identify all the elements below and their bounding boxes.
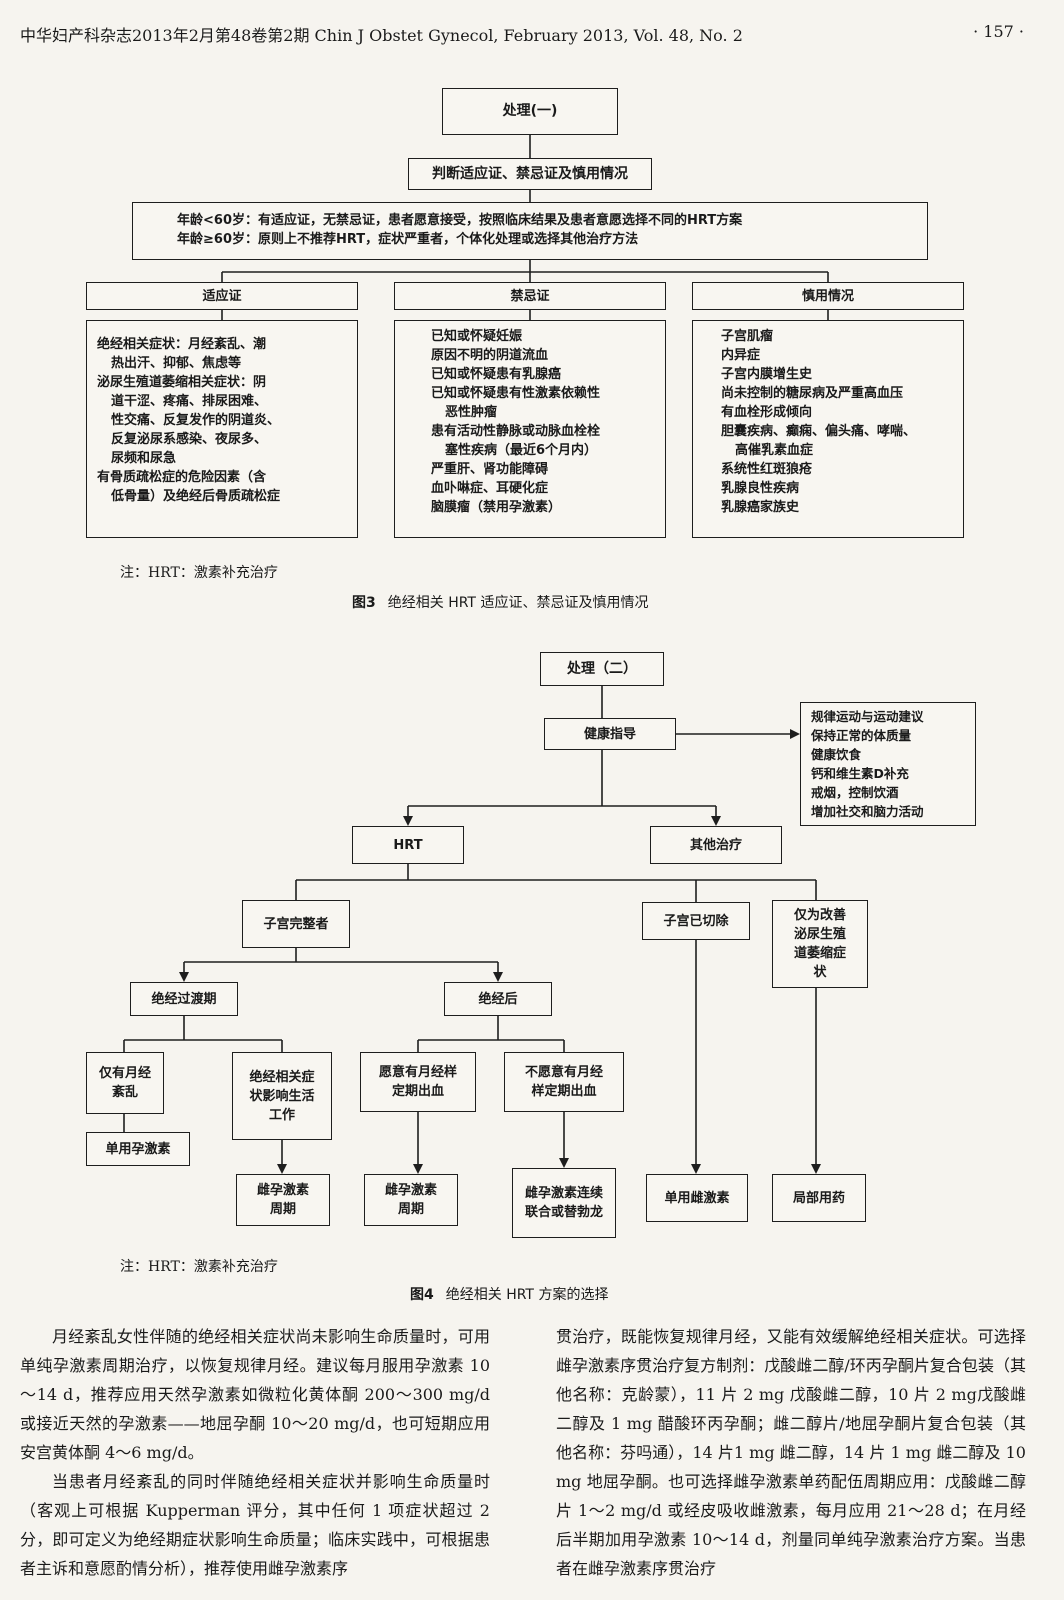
health-guidance-item: 钙和维生素D补充 xyxy=(811,766,909,781)
body-right-column: 贯治疗，既能恢复规律月经，又能有效缓解绝经相关症状。可选择雌孕激素序贯治疗复方制… xyxy=(556,1322,1026,1583)
caution-item: 高催乳素血症 xyxy=(735,443,814,458)
caution-item: 乳腺癌家族史 xyxy=(721,500,800,515)
caution-item: 子宫肌瘤 xyxy=(721,329,774,344)
fig4-postmenopause-box: 绝经后 xyxy=(444,982,552,1016)
fig3-age-box: 年龄<60岁：有适应证，无禁忌证，患者愿意接受，按照临床结果及患者意愿选择不同的… xyxy=(132,202,928,260)
contraindication-item: 已知或怀疑妊娠 xyxy=(431,329,523,344)
fig3-top-box: 处理(一) xyxy=(442,88,618,135)
fig3-cautions-list: 子宫肌瘤内异症子宫内膜增生史尚未控制的糖尿病及严重高血压有血栓形成倾向胆囊疾病、… xyxy=(692,320,964,538)
fig3-caption-label: 图3 xyxy=(352,595,376,611)
health-guidance-item: 规律运动与运动建议 xyxy=(811,709,924,724)
contraindication-item: 塞性疾病（最近6个月内） xyxy=(445,443,598,458)
contraindication-item: 已知或怀疑患有性激素依赖性 xyxy=(431,386,601,401)
indication-item: 热出汗、抑郁、焦虑等 xyxy=(111,356,242,371)
fig4-health-box: 健康指导 xyxy=(544,718,676,750)
fig4-other-box: 其他治疗 xyxy=(650,826,782,864)
fig3-cautions-header: 慎用情况 xyxy=(692,282,964,310)
fig3-contraindications-header: 禁忌证 xyxy=(394,282,666,310)
indication-item: 低骨量）及绝经后骨质疏松症 xyxy=(111,489,281,504)
caution-item: 系统性红斑狼疮 xyxy=(721,462,813,477)
fig3-caption: 图3 绝经相关 HRT 适应证、禁忌证及慎用情况 xyxy=(352,592,648,612)
caution-item: 胆囊疾病、癫痫、偏头痛、哮喘、 xyxy=(721,424,917,439)
fig4-uterus-removed-box: 子宫已切除 xyxy=(642,902,750,940)
indication-item: 道干涩、疼痛、排尿困难、 xyxy=(111,394,268,409)
contraindication-item: 脑膜瘤（禁用孕激素） xyxy=(431,500,562,515)
contraindication-item: 已知或怀疑患有乳腺癌 xyxy=(431,367,562,382)
fig4-estrogen-only-box: 单用雌激素 xyxy=(646,1174,748,1222)
indication-item: 泌尿生殖道萎缩相关症状：阴 xyxy=(97,375,267,390)
indication-item: 反复泌尿系感染、夜尿多、 xyxy=(111,432,268,447)
fig4-caption-text: 绝经相关 HRT 方案的选择 xyxy=(445,1287,609,1303)
indication-item: 有骨质疏松症的危险因素（含 xyxy=(97,470,267,485)
health-guidance-item: 增加社交和脑力活动 xyxy=(811,804,924,819)
age-over-60-line: 年龄≥60岁：原则上不推荐HRT，症状严重者，个体化处理或选择其他治疗方法 xyxy=(177,232,639,247)
caution-item: 有血栓形成倾向 xyxy=(721,405,813,420)
fig4-hrt-box: HRT xyxy=(352,826,464,864)
fig3-caption-text: 绝经相关 HRT 适应证、禁忌证及慎用情况 xyxy=(387,595,649,611)
fig3-contraindications-list: 已知或怀疑妊娠原因不明的阴道流血已知或怀疑患有乳腺癌已知或怀疑患有性激素依赖性恶… xyxy=(394,320,666,538)
fig4-top-box: 处理（二） xyxy=(540,652,664,686)
fig4-ep-continuous-box: 雌孕激素连续联合或替勃龙 xyxy=(512,1168,616,1238)
page-number: · 157 · xyxy=(973,22,1024,41)
fig4-perimenopause-box: 绝经过渡期 xyxy=(130,982,238,1016)
caution-item: 尚未控制的糖尿病及严重高血压 xyxy=(721,386,904,401)
caution-item: 子宫内膜增生史 xyxy=(721,367,813,382)
caution-item: 内异症 xyxy=(721,348,761,363)
fig4-caption: 图4 绝经相关 HRT 方案的选择 xyxy=(410,1284,608,1304)
fig4-health-items: 规律运动与运动建议保持正常的体质量健康饮食钙和维生素D补充戒烟，控制饮酒增加社交… xyxy=(800,702,976,826)
fig4-uterus-intact-box: 子宫完整者 xyxy=(242,900,350,948)
health-guidance-item: 戒烟，控制饮酒 xyxy=(811,785,899,800)
age-under-60-line: 年龄<60岁：有适应证，无禁忌证，患者愿意接受，按照临床结果及患者意愿选择不同的… xyxy=(177,213,743,228)
body-paragraph: 月经紊乱女性伴随的绝经相关症状尚未影响生命质量时，可用单纯孕激素周期治疗，以恢复… xyxy=(20,1327,490,1462)
fig4-note: 注：HRT：激素补充治疗 xyxy=(120,1259,278,1275)
body-paragraph: 贯治疗，既能恢复规律月经，又能有效缓解绝经相关症状。可选择雌孕激素序贯治疗复方制… xyxy=(556,1327,1026,1578)
fig4-local-box: 局部用药 xyxy=(772,1174,866,1222)
fig4-ep-cycle-box-a: 雌孕激素周期 xyxy=(236,1174,330,1226)
indication-item: 性交痛、反复发作的阴道炎、 xyxy=(111,413,281,428)
indication-item: 尿频和尿急 xyxy=(111,451,177,466)
fig3-indications-header: 适应证 xyxy=(86,282,358,310)
fig4-symptoms-affect-box: 绝经相关症状影响生活工作 xyxy=(232,1052,332,1140)
fig4-no-bleeding-box: 不愿意有月经样定期出血 xyxy=(504,1052,624,1112)
body-left-column: 月经紊乱女性伴随的绝经相关症状尚未影响生命质量时，可用单纯孕激素周期治疗，以恢复… xyxy=(20,1322,490,1583)
contraindication-item: 原因不明的阴道流血 xyxy=(431,348,549,363)
health-guidance-item: 健康饮食 xyxy=(811,747,862,762)
fig3-indications-list: 绝经相关症状：月经紊乱、潮热出汗、抑郁、焦虑等泌尿生殖道萎缩相关症状：阴道干涩、… xyxy=(86,320,358,538)
fig3-note: 注：HRT：激素补充治疗 xyxy=(120,565,278,581)
body-paragraph: 当患者月经紊乱的同时伴随绝经相关症状并影响生命质量时（客观上可根据 Kupper… xyxy=(20,1472,490,1578)
fig4-caption-label: 图4 xyxy=(410,1287,434,1303)
fig4-ep-cycle-box-b: 雌孕激素周期 xyxy=(364,1174,458,1226)
fig4-progestin-only-box: 单用孕激素 xyxy=(86,1132,190,1166)
fig4-urogenital-box: 仅为改善泌尿生殖道萎缩症状 xyxy=(772,900,868,988)
fig3-judge-box: 判断适应证、禁忌证及慎用情况 xyxy=(408,158,652,190)
contraindication-item: 血卟啉症、耳硬化症 xyxy=(431,481,549,496)
fig4-only-menstrual-box: 仅有月经紊乱 xyxy=(86,1052,164,1114)
health-guidance-item: 保持正常的体质量 xyxy=(811,728,912,743)
caution-item: 乳腺良性疾病 xyxy=(721,481,800,496)
contraindication-item: 严重肝、肾功能障碍 xyxy=(431,462,549,477)
fig4-want-bleeding-box: 愿意有月经样定期出血 xyxy=(360,1052,476,1112)
contraindication-item: 恶性肿瘤 xyxy=(445,405,498,420)
journal-header: 中华妇产科杂志2013年2月第48卷第2期 Chin J Obstet Gyne… xyxy=(20,26,743,45)
contraindication-item: 患有活动性静脉或动脉血栓栓 xyxy=(431,424,601,439)
indication-item: 绝经相关症状：月经紊乱、潮 xyxy=(97,337,267,352)
